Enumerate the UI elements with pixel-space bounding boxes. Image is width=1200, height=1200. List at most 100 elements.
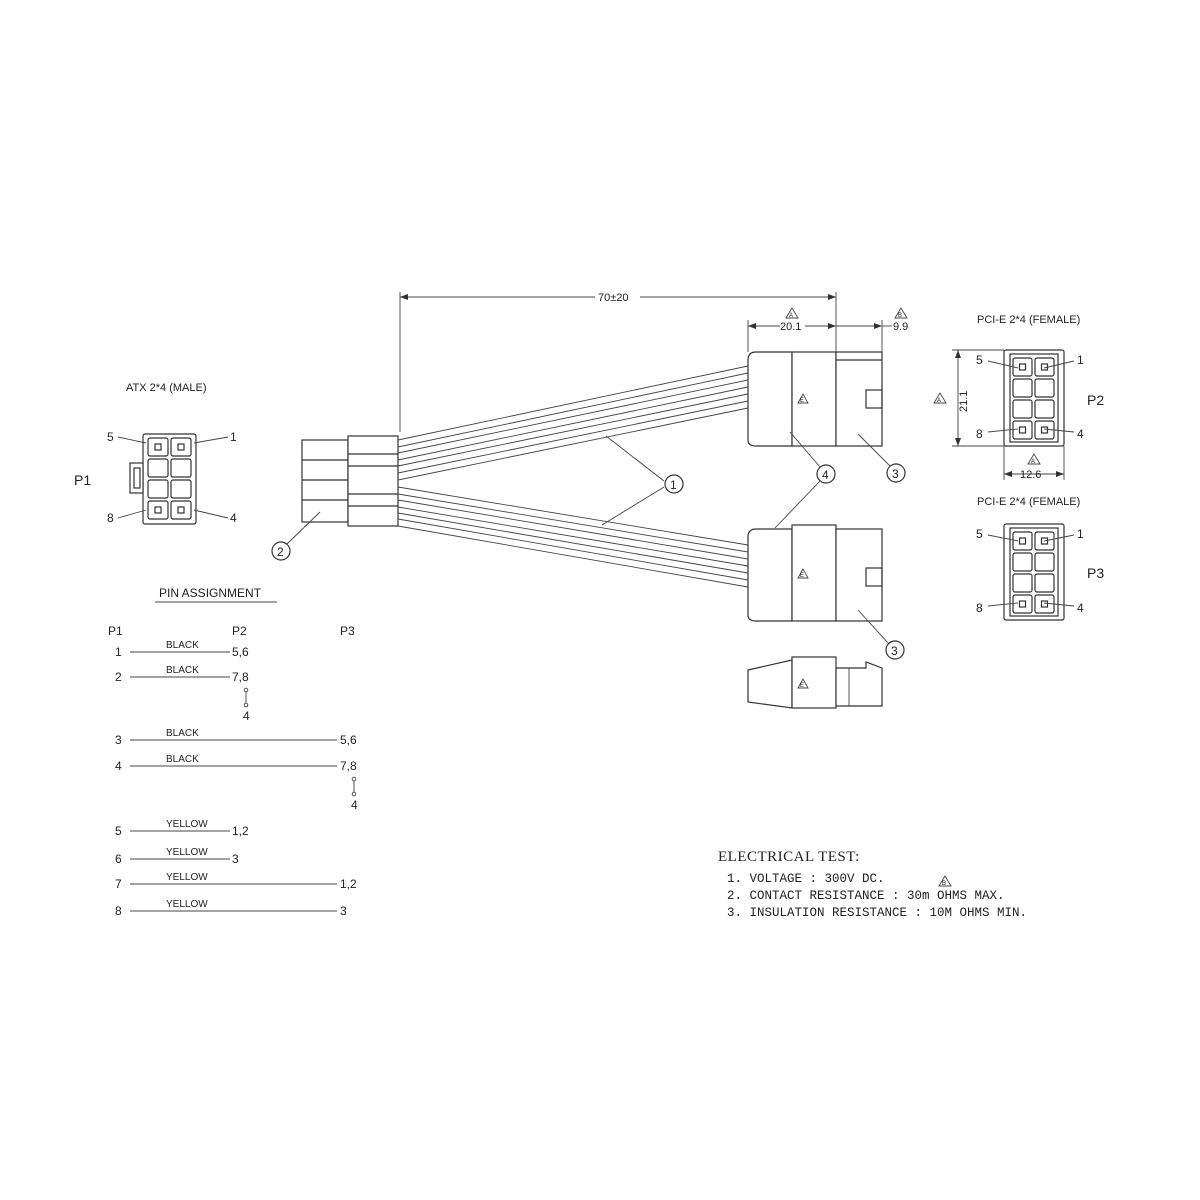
wire-color: YELLOW <box>166 872 208 883</box>
pin-number: 8 <box>115 904 122 918</box>
jumper-pin: 4 <box>351 798 358 812</box>
p1-pin-5: 5 <box>107 430 114 444</box>
wire-color: YELLOW <box>166 819 208 830</box>
p3-cavity <box>1034 552 1055 572</box>
electrical-test-item-2: 2. CONTACT RESISTANCE : 30m OHMS MAX. <box>727 889 1005 903</box>
wire-color: BLACK <box>166 640 199 651</box>
jumper-pin: 4 <box>243 709 250 723</box>
header-p1: P1 <box>108 624 123 638</box>
upper-housing-mark: E <box>800 398 804 404</box>
dimension-20-1: 20.1 A <box>747 307 836 352</box>
p3-cavity <box>1012 594 1033 614</box>
p1-pin-4: 4 <box>230 511 237 525</box>
p1-cavity <box>170 458 192 478</box>
dim-latch-mark: B <box>898 313 902 319</box>
pin-target-p2: 5,6 <box>232 645 249 659</box>
pin-assignment-title: PIN ASSIGNMENT <box>159 586 262 600</box>
pin-row: 4 BLACK 7,8 4 <box>115 754 358 812</box>
balloon-4: 4 <box>774 431 836 529</box>
p2-pin-8: 8 <box>976 427 983 441</box>
p1-cavity <box>147 500 169 520</box>
p3-cavity <box>1034 573 1055 593</box>
balloon-3-lower-label: 3 <box>891 644 898 658</box>
p2-pin-1: 1 <box>1077 353 1084 367</box>
pin-row: 2 BLACK 7,8 4 <box>115 665 250 723</box>
p2-cavity <box>1034 357 1055 377</box>
p2-pin-5: 5 <box>976 353 983 367</box>
dim-housing: 20.1 <box>780 321 801 333</box>
pin-target-p2: 7,8 <box>232 670 249 684</box>
wire-color: BLACK <box>166 665 199 676</box>
p2-pin-4: 4 <box>1077 427 1084 441</box>
p2-cavity <box>1012 357 1033 377</box>
electrical-test-mark: B <box>942 881 946 887</box>
p3-cavity <box>1012 573 1033 593</box>
pin-target-p3: 7,8 <box>340 759 357 773</box>
upper-housing: E <box>747 351 883 447</box>
balloon-1-label: 1 <box>670 478 677 492</box>
header-p2: P2 <box>232 624 247 638</box>
p2-dim-width: 12.6 <box>1020 469 1041 481</box>
pin-number: 3 <box>115 733 122 747</box>
pin-number: 4 <box>115 759 122 773</box>
dimension-9-9: 9.9 B <box>836 307 908 352</box>
wire-color: BLACK <box>166 754 199 765</box>
p1-cavity <box>170 437 192 457</box>
header-p3: P3 <box>340 624 355 638</box>
p1-cavity <box>147 437 169 457</box>
side-housing-mark: E <box>800 683 804 689</box>
p2-dim-mark: A <box>937 398 941 404</box>
p1-cavity <box>170 479 192 499</box>
pin-target-p3: 1,2 <box>340 877 357 891</box>
pin-number: 1 <box>115 645 122 659</box>
wire-color: YELLOW <box>166 847 208 858</box>
p3-connector: PCI-E 2*4 (FEMALE) P3 5 1 8 4 <box>976 496 1104 621</box>
p2-cavity <box>1034 378 1055 398</box>
dim-latch: 9.9 <box>893 321 908 333</box>
p2-cavity <box>1034 399 1055 419</box>
wire-bundle <box>397 365 749 588</box>
balloon-2: 2 <box>271 511 321 561</box>
balloon-2-label: 2 <box>277 545 284 559</box>
p2-dim-height: 21.1 <box>958 391 970 412</box>
dim-length: 70±20 <box>598 292 629 304</box>
p1-pin-1: 1 <box>230 430 237 444</box>
p3-cavity <box>1012 531 1033 551</box>
main-connector <box>301 435 399 527</box>
lower-housing: E <box>747 524 883 622</box>
wire-color: BLACK <box>166 728 199 739</box>
dimension-70: 70±20 <box>399 292 837 432</box>
p2-connector: PCI-E 2*4 (FEMALE) P2 5 1 8 4 21.1 A 12.… <box>933 314 1104 481</box>
balloon-3-lower: 3 <box>857 609 905 660</box>
side-view-housing: E <box>747 656 883 709</box>
p2-cavity <box>1012 378 1033 398</box>
p3-cavity <box>1012 552 1033 572</box>
p1-pin-8: 8 <box>107 511 114 525</box>
pin-target-p2: 3 <box>232 852 239 866</box>
pin-number: 2 <box>115 670 122 684</box>
electrical-test-title: ELECTRICAL TEST: <box>718 849 860 865</box>
p1-connector: ATX 2*4 (MALE) P1 5 1 8 4 <box>74 382 237 525</box>
pin-row: 1 BLACK 5,6 <box>115 640 249 659</box>
pin-target-p3: 5,6 <box>340 733 357 747</box>
p3-pin-4: 4 <box>1077 601 1084 615</box>
p2-cavity <box>1012 399 1033 419</box>
p1-cavity <box>147 479 169 499</box>
p1-cavity <box>170 500 192 520</box>
electrical-test: ELECTRICAL TEST: 1. VOLTAGE : 300V DC. 2… <box>718 849 1027 920</box>
dim-housing-mark: A <box>789 313 793 319</box>
pin-target-p2: 1,2 <box>232 824 249 838</box>
p3-title: PCI-E 2*4 (FEMALE) <box>977 496 1080 508</box>
p2-label: P2 <box>1087 392 1104 408</box>
p2-dim-width-mark: A <box>1031 459 1035 465</box>
balloon-4-label: 4 <box>822 468 829 482</box>
p2-title: PCI-E 2*4 (FEMALE) <box>977 314 1080 326</box>
balloon-3-upper-label: 3 <box>892 467 899 481</box>
balloon-1: 1 <box>601 435 684 526</box>
p3-pin-1: 1 <box>1077 527 1084 541</box>
pin-row: 3 BLACK 5,6 <box>115 728 357 747</box>
